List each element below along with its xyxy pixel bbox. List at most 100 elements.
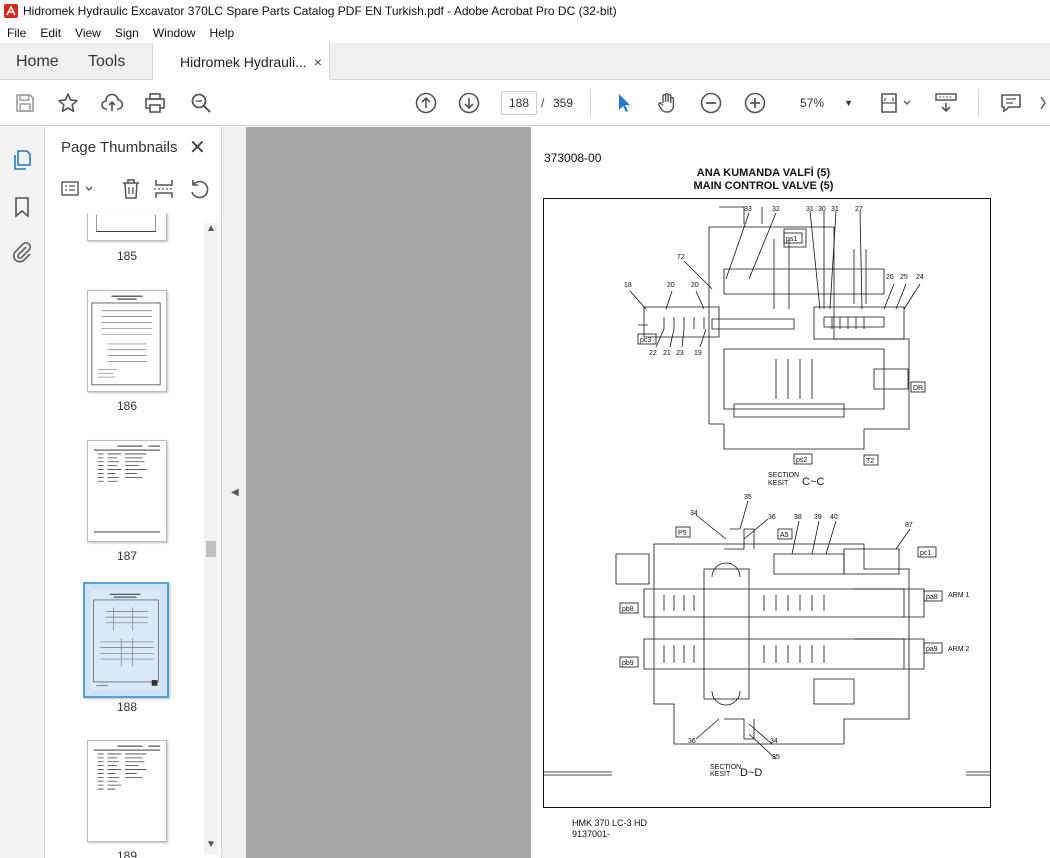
thumbnail-options-icon[interactable] xyxy=(60,177,96,201)
pdf-page: 373008-00 ANA KUMANDA VALFİ (5) MAIN CON… xyxy=(531,127,1050,858)
scroll-mode-icon[interactable] xyxy=(934,91,958,115)
page-thumbnail-187[interactable] xyxy=(87,440,167,542)
zoom-search-icon[interactable] xyxy=(189,91,213,115)
callout-label: 18 xyxy=(624,282,632,289)
arm-label: ARM 2 xyxy=(948,646,970,653)
callout-label: 20 xyxy=(667,282,675,289)
page-thumbnails-panel: Page Thumbnails ✕ 185 186 187 xyxy=(45,127,222,858)
main-toolbar: 188 / 359 57% ▼ xyxy=(0,80,1050,126)
menu-view[interactable]: View xyxy=(75,25,101,40)
scroll-up-icon[interactable]: ▲ xyxy=(206,223,216,234)
footer-code: 9137001- xyxy=(572,829,611,839)
document-view[interactable]: 373008-00 ANA KUMANDA VALFİ (5) MAIN CON… xyxy=(246,127,1050,858)
page-thumbnail-188-selected[interactable] xyxy=(83,582,169,698)
callout-label: 40 xyxy=(830,514,838,521)
footer-model: HMK 370 LC-3 HD xyxy=(572,818,648,828)
port-label: pc1 xyxy=(920,550,931,557)
port-label: P5 xyxy=(678,530,687,537)
tab-bar: Home Tools Hidromek Hydrauli... × xyxy=(0,43,1050,80)
document-number: 373008-00 xyxy=(544,151,602,165)
port-label: DR xyxy=(913,385,923,392)
bookmark-star-icon[interactable] xyxy=(56,91,80,115)
collapse-left-icon[interactable]: ◀ xyxy=(231,487,239,498)
tab-document-label: Hidromek Hydrauli... xyxy=(180,53,307,70)
port-label: pb9 xyxy=(622,660,634,667)
scroll-down-icon[interactable]: ▼ xyxy=(206,839,216,850)
page-fit-icon[interactable] xyxy=(878,91,912,115)
port-label: ps2 xyxy=(796,457,807,464)
rotate-page-icon[interactable] xyxy=(187,177,211,201)
port-label: A5 xyxy=(780,532,789,539)
section-label: SECTION xyxy=(710,764,741,771)
diagram-frame: 33 32 31 30 31 27 72 18 20 20 26 25 24 2… xyxy=(543,198,991,808)
arm-label: ARM 1 xyxy=(948,592,970,599)
valve-section-diagram: 33 32 31 30 31 27 72 18 20 20 26 25 24 2… xyxy=(544,206,990,779)
callout-label: 31 xyxy=(831,206,839,213)
callout-label: 87 xyxy=(905,522,913,529)
section-name: C~C xyxy=(802,476,824,488)
zoom-level-value: 57% xyxy=(800,96,825,110)
callout-label: 22 xyxy=(649,350,657,357)
zoom-in-icon[interactable] xyxy=(743,91,767,115)
callout-label: 34 xyxy=(690,510,698,517)
callout-label: 33 xyxy=(744,206,752,213)
callout-label: 34 xyxy=(770,738,778,745)
total-pages: 359 xyxy=(553,96,574,110)
menu-edit[interactable]: Edit xyxy=(40,25,62,40)
close-panel-icon[interactable]: ✕ xyxy=(189,137,206,159)
print-icon[interactable] xyxy=(143,91,167,115)
upload-cloud-icon[interactable] xyxy=(100,91,124,115)
more-tools-icon[interactable] xyxy=(1038,91,1048,115)
callout-label: 35 xyxy=(772,754,780,761)
port-label: T2 xyxy=(866,458,874,465)
section-label: SECTION xyxy=(768,472,799,479)
delete-page-icon[interactable] xyxy=(119,177,143,201)
tab-document[interactable]: Hidromek Hydrauli... × xyxy=(152,43,330,80)
thumbnail-label: 185 xyxy=(116,249,138,263)
port-label: pa8 xyxy=(926,594,938,601)
hand-tool-icon[interactable] xyxy=(655,91,679,115)
thumbnail-scrollbar[interactable] xyxy=(204,223,218,855)
thumbnail-label: 188 xyxy=(116,700,138,714)
callout-label: 35 xyxy=(744,494,752,501)
thumbnail-scroll-handle[interactable] xyxy=(206,541,216,557)
callout-label: 24 xyxy=(916,274,924,281)
callout-label: 36 xyxy=(688,738,696,745)
page-thumbnail-186[interactable] xyxy=(87,290,167,392)
select-cursor-icon[interactable] xyxy=(612,91,636,115)
page-thumbnail-185[interactable] xyxy=(87,213,167,241)
menu-window[interactable]: Window xyxy=(152,25,196,40)
tab-home[interactable]: Home xyxy=(16,52,59,70)
callout-label: 20 xyxy=(691,282,699,289)
page-thumbnails-icon[interactable] xyxy=(10,148,34,172)
callout-label: 32 xyxy=(772,206,780,213)
callout-label: 23 xyxy=(676,350,684,357)
callout-label: 25 xyxy=(900,274,908,281)
toolbar-divider-2 xyxy=(978,89,979,117)
menu-sign[interactable]: Sign xyxy=(114,25,139,40)
thumbnail-label: 186 xyxy=(116,399,138,413)
port-label: pa9 xyxy=(926,646,938,653)
extract-pages-icon[interactable] xyxy=(152,177,176,201)
page-number-input[interactable]: 188 xyxy=(501,91,537,115)
panel-collapse-strip[interactable]: ◀ xyxy=(222,127,246,858)
section-name: D~D xyxy=(740,767,762,779)
port-label: pc3 xyxy=(640,337,651,344)
previous-page-icon[interactable] xyxy=(414,91,438,115)
callout-label: 21 xyxy=(663,350,671,357)
comment-icon[interactable] xyxy=(999,91,1023,115)
toolbar-divider xyxy=(590,89,591,117)
page-thumbnail-189[interactable] xyxy=(87,740,167,842)
tab-tools[interactable]: Tools xyxy=(88,52,126,70)
zoom-out-icon[interactable] xyxy=(699,91,723,115)
bookmarks-icon[interactable] xyxy=(10,195,34,219)
attachments-paperclip-icon[interactable] xyxy=(10,240,34,264)
menu-file[interactable]: File xyxy=(7,25,27,40)
menu-bar: File Edit View Sign Window Help xyxy=(0,22,1050,43)
zoom-level-select[interactable]: 57% ▼ xyxy=(790,91,858,115)
tab-close-icon[interactable]: × xyxy=(313,54,322,70)
next-page-icon[interactable] xyxy=(457,91,481,115)
menu-help[interactable]: Help xyxy=(209,25,235,40)
save-icon[interactable] xyxy=(13,91,37,115)
callout-label: 72 xyxy=(677,254,685,261)
